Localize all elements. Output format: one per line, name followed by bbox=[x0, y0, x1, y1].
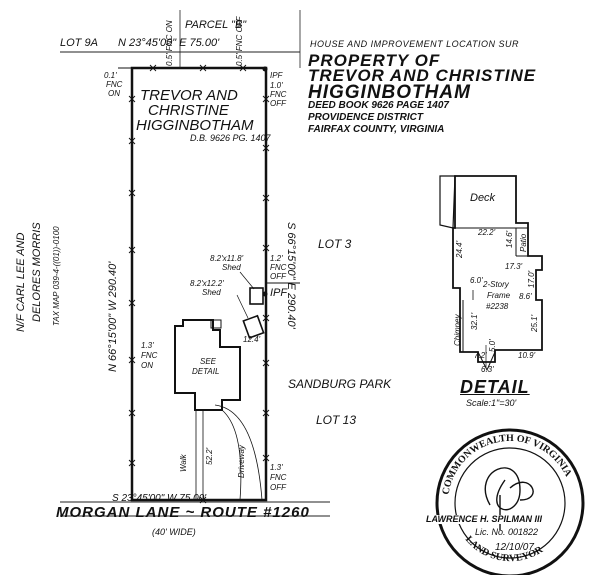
road-width: (40' WIDE) bbox=[152, 527, 196, 537]
detail-story: 2-Story bbox=[483, 280, 509, 289]
svg-text:LAND SURVEYOR: LAND SURVEYOR bbox=[463, 534, 546, 564]
seal-surveyor-name: LAWRENCE H. SPILMAN III bbox=[425, 514, 544, 524]
ipf-top: IPF bbox=[270, 71, 283, 80]
lot-3-label: LOT 3 bbox=[318, 237, 352, 251]
signature bbox=[484, 467, 534, 530]
detail-scale: Scale:1"=30' bbox=[466, 398, 517, 408]
road-name: MORGAN LANE ~ ROUTE #1260 bbox=[56, 504, 310, 521]
lot-13-label: LOT 13 bbox=[316, 413, 357, 427]
detail-ref-label: DETAIL bbox=[192, 367, 220, 376]
detail-22-2: 22.2' bbox=[478, 228, 496, 237]
detail-10-9: 10.9' bbox=[518, 351, 536, 360]
fnc-mid-left-on: ON bbox=[141, 361, 153, 370]
property-of-label: PROPERTY OF bbox=[308, 51, 441, 70]
deck-label: Deck bbox=[470, 192, 496, 204]
seal-bottom-text: LAND SURVEYOR bbox=[463, 534, 546, 564]
shed-2-dim: 8.2'x12.2' bbox=[190, 279, 224, 288]
fnc-mid-right-dist: 1.2' bbox=[270, 254, 283, 263]
detail-6-3: 6.3' bbox=[481, 365, 494, 374]
owner-surname: HIGGINBOTHAM bbox=[308, 82, 471, 103]
seal-license: Lic. No. 001822 bbox=[475, 527, 539, 537]
ipf-mid: IPF bbox=[270, 287, 288, 299]
fnc-top-left-dist: 0.1' bbox=[104, 71, 117, 80]
detail-house-no: #2238 bbox=[486, 302, 509, 311]
owner-line-3: HIGGINBOTHAM bbox=[136, 117, 254, 134]
district: PROVIDENCE DISTRICT bbox=[308, 112, 424, 123]
county: FAIRFAX COUNTY, VIRGINIA bbox=[308, 124, 445, 135]
parcel-b-label: PARCEL "B" bbox=[185, 19, 247, 31]
fnc-mid-right-off: OFF bbox=[270, 272, 286, 281]
detail-17-3: 17.3' bbox=[505, 262, 523, 271]
detail-6-0: 6.0' bbox=[470, 276, 483, 285]
fnc-mid-left-dist: 1.3' bbox=[141, 341, 154, 350]
detail-8-6: 8.6' bbox=[519, 292, 532, 301]
svg-text:COMMONWEALTH OF VIRGINIA: COMMONWEALTH OF VIRGINIA bbox=[441, 433, 574, 496]
owner-line-1: TREVOR AND bbox=[140, 87, 238, 104]
fnc-bot-right-dist: 1.3' bbox=[270, 463, 283, 472]
dim-12-4: 12.4' bbox=[243, 335, 261, 344]
driveway-path bbox=[214, 404, 263, 501]
fnc-bot-right-off: OFF bbox=[270, 483, 286, 492]
shed-1-label: Shed bbox=[222, 263, 241, 272]
fnc-top-left-fnc: FNC bbox=[106, 80, 123, 89]
shed-1 bbox=[249, 287, 264, 305]
owner-names: TREVOR AND CHRISTINE bbox=[308, 66, 537, 85]
fnc-top-right-fnc: FNC bbox=[270, 90, 287, 99]
owner-line-2: CHRISTINE bbox=[148, 102, 229, 119]
shed-2 bbox=[242, 314, 265, 339]
sandburg-park-label: SANDBURG PARK bbox=[288, 377, 392, 391]
see-label: SEE bbox=[200, 357, 217, 366]
north-bearing: N 23°45'00" E 75.00' bbox=[118, 37, 220, 49]
south-bearing: S 23°45'00" W 75.00' bbox=[112, 493, 207, 504]
walk-path bbox=[195, 411, 204, 500]
shed-2-label: Shed bbox=[202, 288, 221, 297]
house-footprint bbox=[174, 319, 241, 411]
shed-1-dim: 8.2'x11.8' bbox=[210, 254, 244, 263]
detail-title: DETAIL bbox=[460, 377, 530, 397]
fnc-top-right-dist: 1.0' bbox=[270, 81, 283, 90]
fnc-mid-left-fnc: FNC bbox=[141, 351, 158, 360]
fnc-mid-right-fnc: FNC bbox=[270, 263, 287, 272]
fnc-top-right-off: OFF bbox=[270, 99, 286, 108]
fnc-bot-right-fnc: FNC bbox=[270, 473, 287, 482]
detail-frame: Frame bbox=[487, 291, 511, 300]
survey-header-title: HOUSE AND IMPROVEMENT LOCATION SUR bbox=[310, 39, 520, 49]
lot-9a-label: LOT 9A bbox=[60, 37, 98, 49]
seal-top-text: COMMONWEALTH OF VIRGINIA bbox=[441, 433, 574, 496]
seal-date: 12/10/07 bbox=[495, 542, 534, 553]
fnc-top-left-on: ON bbox=[108, 89, 120, 98]
deed-book: DEED BOOK 9626 PAGE 1407 bbox=[308, 100, 449, 111]
property-boundary bbox=[130, 66, 268, 502]
detail-7-2: 7.2' bbox=[474, 351, 487, 360]
detail-house bbox=[452, 175, 543, 363]
owner-deed: D.B. 9626 PG. 1407 bbox=[190, 133, 271, 143]
